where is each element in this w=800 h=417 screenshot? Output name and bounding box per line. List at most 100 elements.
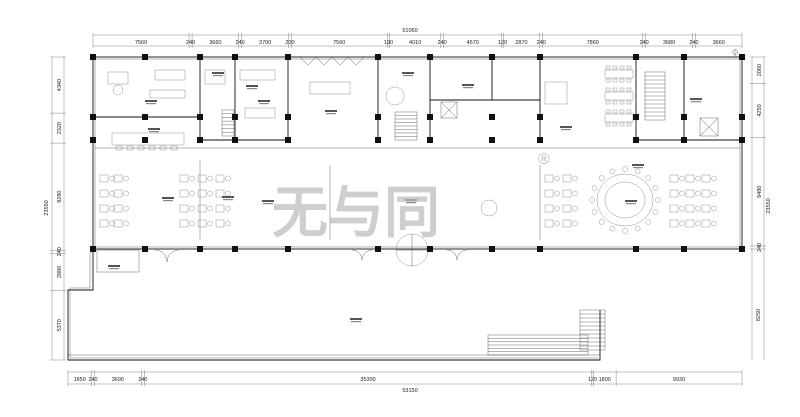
- column: [681, 114, 687, 120]
- left-dimension-label: 4340: [57, 79, 63, 91]
- column: [285, 246, 291, 252]
- column: [633, 246, 639, 252]
- column: [285, 137, 291, 143]
- room-label-mark: [262, 200, 274, 202]
- column: [681, 137, 687, 143]
- room-label-mark: [258, 100, 270, 102]
- column: [537, 54, 543, 60]
- left-dimension-label: 8280: [57, 191, 63, 203]
- room-label-mark: [108, 265, 120, 267]
- top-dimension-label: 120: [498, 40, 507, 46]
- room-label-mark: [403, 75, 413, 77]
- column: [285, 54, 291, 60]
- bottom-dimension-label: 240: [138, 377, 147, 383]
- room-label-mark: [691, 101, 701, 103]
- top-dimension-label: 240: [236, 40, 245, 46]
- room-label-mark: [149, 131, 159, 133]
- top-dimension-label: 240: [438, 40, 447, 46]
- top-dimension-label: 3700: [259, 40, 271, 46]
- room-label-mark: [406, 202, 416, 204]
- room-label-mark: [690, 98, 702, 100]
- column: [489, 137, 495, 143]
- column: [232, 114, 238, 120]
- top-dimension-label: 3680: [663, 40, 675, 46]
- column: [537, 246, 543, 252]
- column: [375, 137, 381, 143]
- column: [375, 54, 381, 60]
- column: [197, 246, 203, 252]
- column: [633, 114, 639, 120]
- column: [681, 54, 687, 60]
- left-dimension-label: 5370: [57, 319, 63, 331]
- room-label-marks: [108, 72, 702, 323]
- column: [537, 114, 543, 120]
- column: [633, 137, 639, 143]
- top-total-dimension: 51060: [402, 28, 417, 34]
- room-label-mark: [463, 87, 473, 89]
- column: [427, 54, 433, 60]
- column: [489, 246, 495, 252]
- top-dimension-label: 7860: [587, 40, 599, 46]
- column: [489, 54, 495, 60]
- column: [427, 137, 433, 143]
- column: [142, 246, 148, 252]
- room-label-mark: [625, 200, 637, 202]
- room-label-mark: [246, 85, 258, 87]
- room-label-mark: [632, 164, 644, 166]
- furniture: [99, 65, 717, 267]
- room-label-mark: [325, 110, 337, 112]
- top-dimension-label: 3660: [713, 40, 725, 46]
- column: [537, 137, 543, 143]
- top-dimension-label: 240: [537, 40, 546, 46]
- column: [142, 54, 148, 60]
- bottom-dimension-label: 35300: [360, 377, 375, 383]
- column: [489, 114, 495, 120]
- top-dimension-label: 200: [285, 40, 294, 46]
- watermark-registered-mark: ®: [538, 151, 550, 168]
- room-label-mark: [222, 196, 234, 198]
- watermark-logo-text: 无与同: [272, 181, 440, 246]
- interior-walls: [93, 57, 742, 240]
- room-label-mark: [148, 128, 160, 130]
- column: [90, 54, 96, 60]
- structural-columns: [90, 54, 745, 252]
- bottom-total-dimension: 53150: [402, 388, 417, 394]
- right-dimension-label: 4250: [757, 104, 763, 116]
- bottom-dimension-label: 120: [588, 377, 597, 383]
- column: [285, 114, 291, 120]
- column: [90, 137, 96, 143]
- bottom-dimension-label: 9930: [673, 377, 685, 383]
- room-label-mark: [145, 100, 157, 102]
- room-label-mark: [259, 103, 269, 105]
- top-dimension-label: 240: [689, 40, 698, 46]
- column: [739, 114, 745, 120]
- room-label-mark: [263, 203, 273, 205]
- top-dimension-label: 4570: [467, 40, 479, 46]
- right-total-lower: 8250: [756, 309, 762, 321]
- column: [197, 54, 203, 60]
- room-label-mark: [146, 103, 156, 105]
- bottom-dimension-label: 3690: [112, 377, 124, 383]
- top-dimension-label: 190: [384, 40, 393, 46]
- column: [232, 137, 238, 143]
- column: [90, 246, 96, 252]
- watermark: 无与同 ®: [272, 151, 550, 246]
- top-dimension-label: 2870: [515, 40, 527, 46]
- top-dimension-label: 240: [640, 40, 649, 46]
- left-dimension-label: 2320: [57, 122, 63, 134]
- top-dimension-label: 3660: [209, 40, 221, 46]
- doors: [154, 56, 468, 263]
- section-marker-icon: [732, 49, 738, 57]
- room-label-mark: [109, 268, 119, 270]
- top-dimension-label: 4010: [409, 40, 421, 46]
- room-label-mark: [350, 318, 362, 320]
- top-dimension-label: 240: [186, 40, 195, 46]
- column: [739, 246, 745, 252]
- exterior-walls: [67, 56, 743, 361]
- column: [232, 246, 238, 252]
